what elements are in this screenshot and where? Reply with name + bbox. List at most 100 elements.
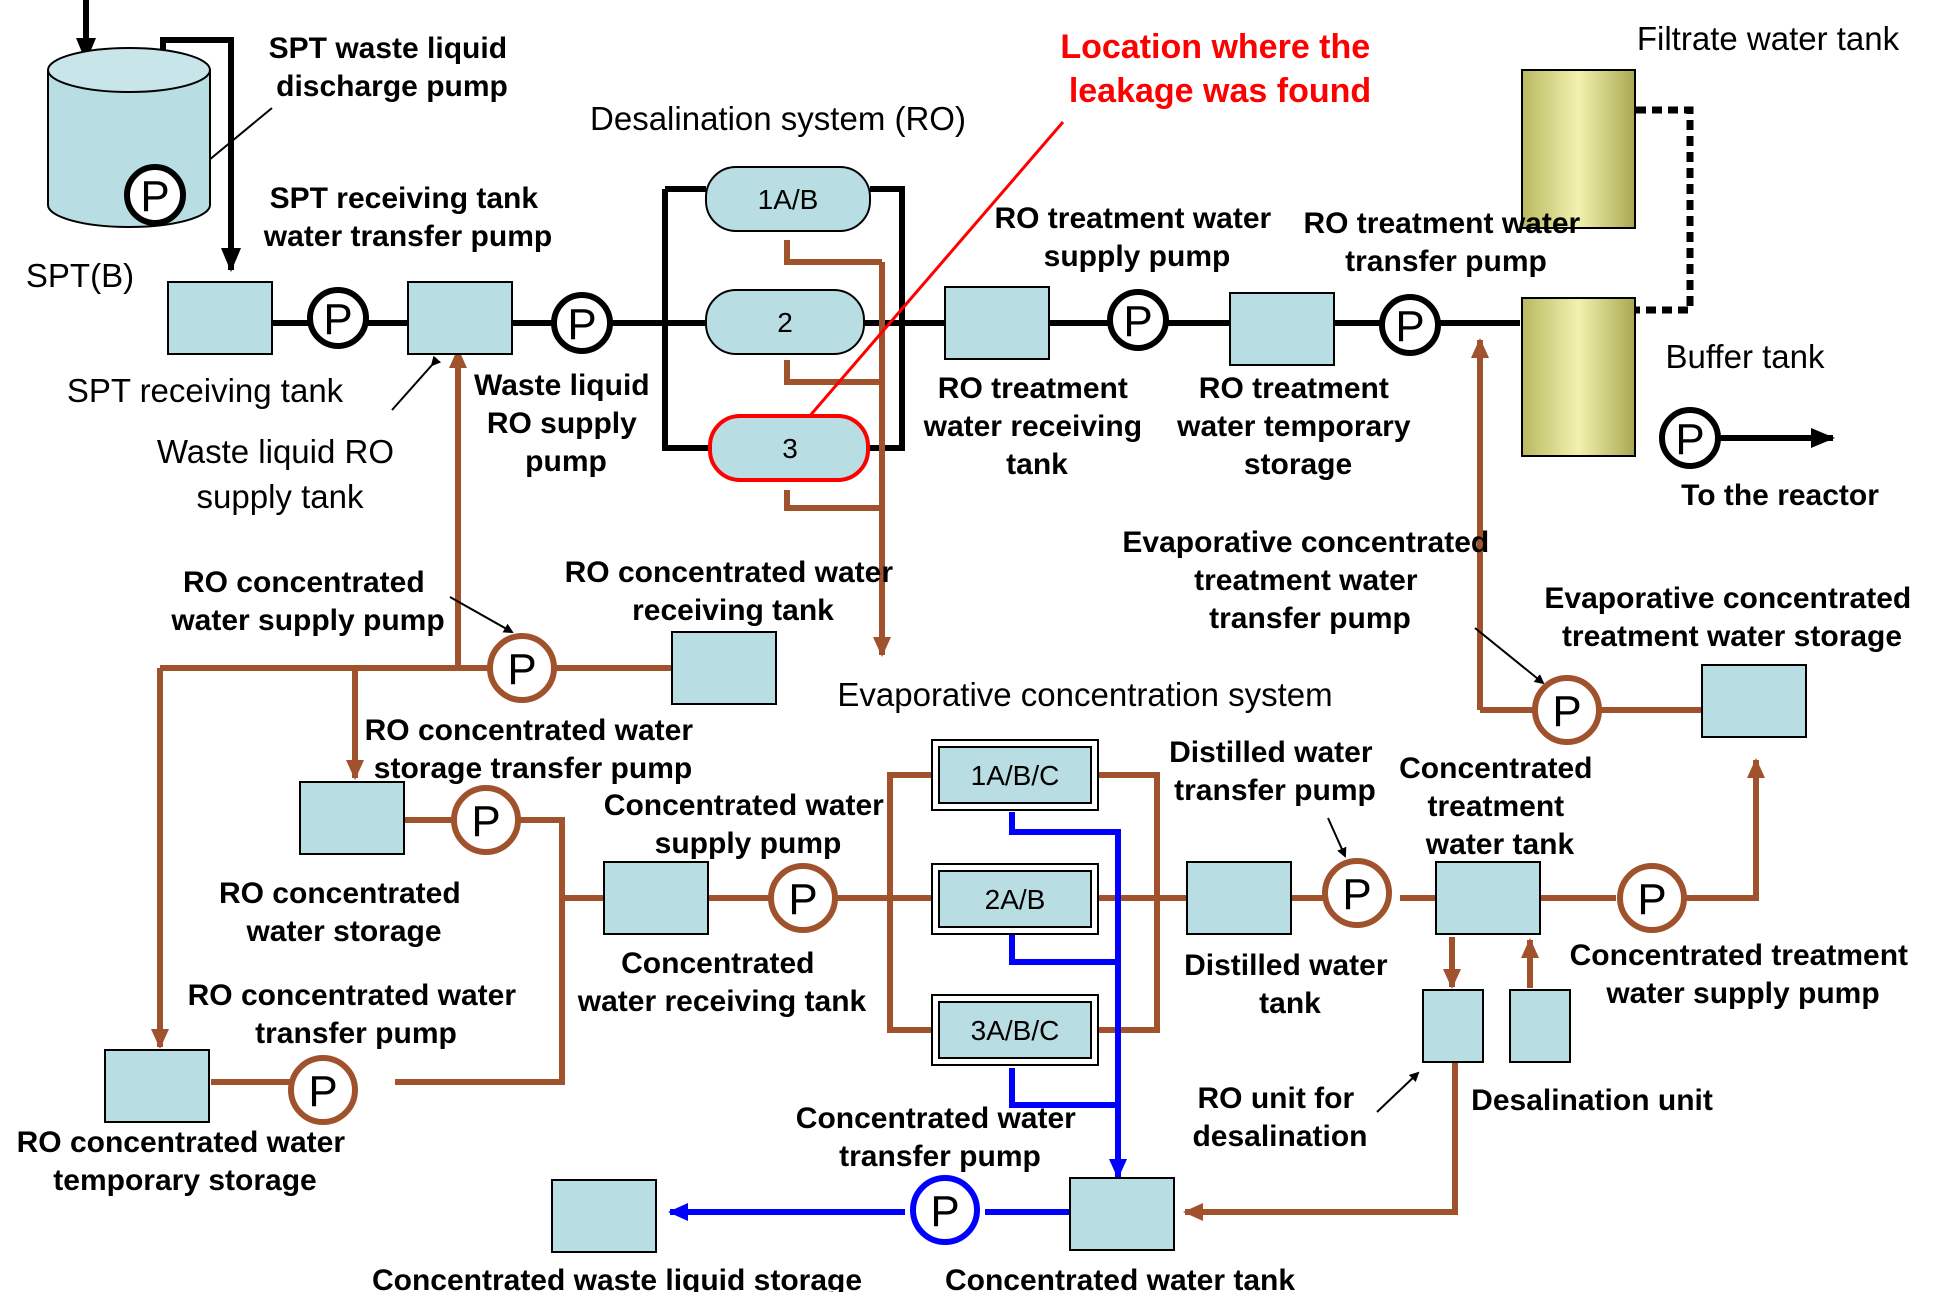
pumps: P P P P P P P P: [124, 164, 1721, 1245]
label-ro-conc-storage-transfer-pump: RO concentrated water storage transfer p…: [365, 714, 702, 785]
ro-unit-1ab: 1A/B: [705, 166, 871, 232]
evap-unit-2ab-label: 2A/B: [985, 884, 1046, 915]
concentrated-water-tank: [1069, 1177, 1175, 1251]
ro-conc-supply-pump: P: [487, 633, 557, 703]
label-to-reactor: To the reactor: [1681, 479, 1879, 512]
label-ro-treat-receiving-tank: RO treatment water receiving tank: [923, 372, 1151, 481]
waste-liquid-ro-supply-tank: [407, 281, 513, 355]
label-evap-storage: Evaporative concentrated treatment water…: [1544, 582, 1919, 653]
evaporative-concentrated-treatment-water-storage: [1701, 664, 1807, 738]
tanks: [104, 281, 1807, 1253]
ro-units: 1A/B 2 3: [705, 166, 871, 482]
pump-symbol: P: [507, 645, 536, 694]
pump-symbol: P: [1395, 302, 1424, 351]
blue-pipes: [668, 812, 1127, 1221]
ro-treatment-water-temporary-storage: [1229, 292, 1335, 366]
label-distilled-transfer-pump: Distilled water transfer pump: [1169, 736, 1381, 807]
evap-unit-1abc: 1A/B/C: [931, 739, 1099, 811]
evap-unit-1abc-label: 1A/B/C: [971, 760, 1060, 791]
ro-treat-supply-pump: P: [1107, 289, 1169, 351]
label-ro-treat-transfer-pump: RO treatment water transfer pump: [1303, 207, 1588, 278]
label-desal-unit: Desalination unit: [1471, 1084, 1713, 1117]
pump-symbol: P: [471, 797, 500, 846]
pump-symbol: P: [308, 1067, 337, 1116]
concentrated-treatment-water-tank: [1435, 861, 1541, 935]
conc-supply-pump: P: [768, 863, 838, 933]
distilled-transfer-pump: P: [1322, 858, 1392, 928]
ro-unit-2-label: 2: [777, 307, 793, 338]
filtrate-water-tank: [1521, 69, 1636, 229]
spt-receiving-tank: [167, 281, 273, 355]
label-conc-supply-pump: Concentrated water supply pump: [604, 789, 892, 860]
concentrated-water-receiving-tank: [603, 861, 709, 935]
label-ro-conc-temp-storage: RO concentrated water temporary storage: [17, 1126, 354, 1197]
label-conc-treat-tank: Concentrated treatment water tank: [1399, 752, 1601, 861]
evap-transfer-pump: P: [1532, 675, 1602, 745]
pump-symbol: P: [1342, 870, 1371, 919]
label-conc-waste-storage: Concentrated waste liquid storage: [372, 1264, 862, 1292]
label-desal-system: Desalination system (RO): [590, 100, 966, 137]
concentrated-waste-liquid-storage: [551, 1179, 657, 1253]
ro-concentrated-water-receiving-tank: [671, 631, 777, 705]
label-filtrate-tank: Filtrate water tank: [1637, 20, 1900, 57]
ro-unit-3-leak: 3: [708, 414, 870, 482]
pump-symbol: P: [1123, 297, 1152, 346]
label-conc-water-tank: Concentrated water tank: [945, 1264, 1295, 1292]
label-ro-conc-supply-pump: RO concentrated water supply pump: [170, 566, 444, 637]
ro-treat-transfer-pump: P: [1379, 294, 1441, 356]
label-ro-conc-receiving-tank: RO concentrated water receiving tank: [565, 556, 902, 627]
label-evap-system: Evaporative concentration system: [837, 676, 1332, 713]
ro-treatment-water-receiving-tank: [944, 286, 1050, 360]
label-buffer-tank: Buffer tank: [1666, 338, 1825, 375]
label-distilled-tank: Distilled water tank: [1184, 949, 1396, 1020]
pump-symbol: P: [788, 875, 817, 924]
label-evap-transfer-pump: Evaporative concentrated treatment water…: [1122, 526, 1497, 635]
label-spt-b: SPT(B): [26, 257, 134, 294]
labels: SPT waste liquid discharge pump Location…: [17, 20, 1919, 1292]
ro-unit-3-label: 3: [782, 433, 798, 464]
ro-conc-storage-transfer-pump: P: [451, 785, 521, 855]
pump-symbol: P: [140, 172, 169, 221]
label-conc-treat-supply-pump: Concentrated treatment water supply pump: [1570, 939, 1917, 1010]
waste-ro-supply-pump: P: [551, 292, 613, 354]
evap-unit-3abc: 3A/B/C: [931, 994, 1099, 1066]
pump-symbol: P: [1675, 415, 1704, 464]
pump-symbol: P: [1552, 687, 1581, 736]
label-ro-conc-storage: RO concentrated water storage: [219, 877, 469, 948]
conc-transfer-pump: P: [910, 1175, 980, 1245]
pump-symbol: P: [1637, 875, 1666, 924]
label-waste-ro-supply-pump: Waste liquid RO supply pump: [474, 369, 658, 478]
pump-symbol: P: [930, 1187, 959, 1236]
pump-symbol: P: [567, 300, 596, 349]
conc-treat-supply-pump: P: [1617, 863, 1687, 933]
evap-unit-3abc-label: 3A/B/C: [971, 1015, 1060, 1046]
pump-symbol: P: [323, 295, 352, 344]
ro-concentrated-water-storage: [299, 781, 405, 855]
label-ro-treat-temp-storage: RO treatment water temporary storage: [1176, 372, 1419, 481]
ro-unit-for-desalination: [1422, 989, 1484, 1063]
reactor-feed-pump: P: [1659, 407, 1721, 469]
desalination-unit-box: [1509, 989, 1571, 1063]
brown-pipes: [151, 240, 1765, 1221]
label-ro-conc-transfer-pump: RO concentrated water transfer pump: [188, 979, 525, 1050]
ro-concentrated-water-temporary-storage: [104, 1049, 210, 1123]
label-conc-transfer-pump: Concentrated water transfer pump: [796, 1102, 1084, 1173]
label-waste-ro-supply-tank: Waste liquid RO supply tank: [157, 433, 403, 515]
leak-pointer-line: [806, 121, 1065, 419]
evap-units: 1A/B/C 2A/B 3A/B/C: [931, 739, 1099, 1066]
ro-unit-2: 2: [705, 289, 865, 355]
label-spt-transfer-pump: SPT receiving tank water transfer pump: [263, 182, 552, 253]
label-spt-discharge-pump: SPT waste liquid discharge pump: [269, 32, 516, 103]
ro-unit-1ab-label: 1A/B: [758, 184, 819, 215]
buffer-tank: [1521, 297, 1636, 457]
ro-conc-transfer-pump: P: [288, 1055, 358, 1125]
spt-discharge-pump: P: [124, 164, 186, 226]
distilled-water-tank: [1186, 861, 1292, 935]
label-leak-location: Location where the leakage was found: [1060, 28, 1379, 110]
spt-transfer-pump: P: [307, 287, 369, 349]
label-conc-receiving-tank: Concentrated water receiving tank: [577, 947, 867, 1018]
label-ro-treat-supply-pump: RO treatment water supply pump: [994, 202, 1279, 273]
evap-unit-2ab: 2A/B: [931, 863, 1099, 935]
label-ro-unit-desal: RO unit for desalination: [1192, 1082, 1367, 1153]
